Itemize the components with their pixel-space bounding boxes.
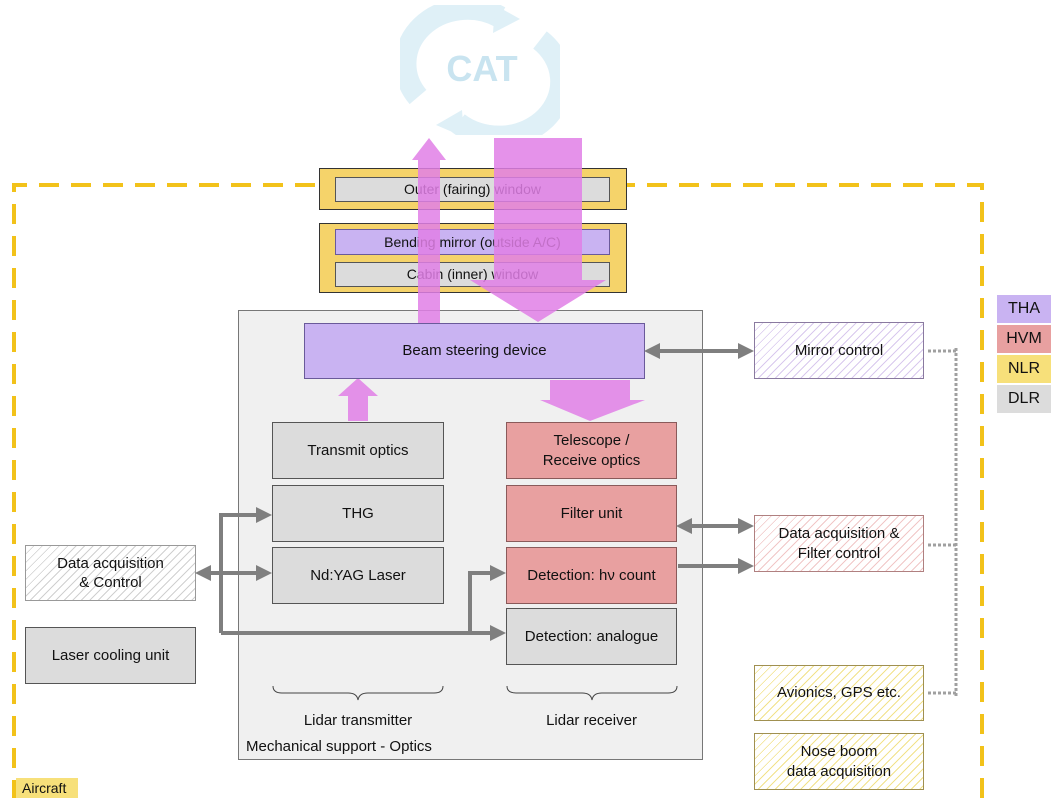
filter-unit-box: Filter unit <box>506 485 677 542</box>
telescope-label-line1: Telescope / <box>553 432 630 449</box>
legend-dlr-label: DLR <box>1007 390 1040 407</box>
telescope-box: Telescope / Receive optics <box>506 422 677 479</box>
legend-nlr-label: NLR <box>1007 360 1040 377</box>
transmit-optics-box: Transmit optics <box>272 422 444 479</box>
detection-count-box: Detection: hν count <box>506 547 677 604</box>
connector-bus-thg <box>219 507 272 633</box>
mirror-control-box: Mirror control <box>754 322 924 379</box>
avionics-label: Avionics, GPS etc. <box>777 684 901 702</box>
laser-cooling-label: Laser cooling unit <box>51 646 170 664</box>
detection-analogue-label: Detection: analogue <box>524 627 659 645</box>
transmit-optics-label: Transmit optics <box>307 441 409 459</box>
data-acq-filter-line1: Data acquisition & <box>778 525 900 542</box>
data-acq-filter-box: Data acquisition & Filter control <box>754 515 924 572</box>
thg-label: THG <box>342 504 374 522</box>
cat-logo <box>400 5 560 135</box>
nose-boom-box: Nose boom data acquisition <box>754 733 924 790</box>
laser-box: Nd:YAG Laser <box>272 547 444 604</box>
legend-dlr: DLR <box>997 385 1051 413</box>
legend-tha: THA <box>997 295 1051 323</box>
nose-boom-line2: data acquisition <box>786 762 892 780</box>
beam-steering-box: Beam steering device <box>304 323 645 379</box>
incoming-beam-arrow <box>470 138 606 322</box>
cat-logo-text: CAT <box>446 48 518 89</box>
nose-boom-line1: Nose boom <box>800 743 878 760</box>
data-acq-control-line1: Data acquisition <box>57 554 164 572</box>
telescope-label-line2: Receive optics <box>542 451 641 469</box>
beam-steering-label: Beam steering device <box>402 342 547 360</box>
receive-beam-arrow <box>540 380 645 421</box>
data-acq-control-box: Data acquisition & Control <box>25 545 196 601</box>
transmit-beam-arrow <box>338 378 378 421</box>
lidar-receiver-label: Lidar receiver <box>546 712 637 729</box>
transmitter-bracket <box>272 685 444 701</box>
legend-hvm-label: HVM <box>1006 330 1042 347</box>
receiver-bracket <box>506 685 678 701</box>
filter-unit-label: Filter unit <box>560 504 623 522</box>
lidar-transmitter-label: Lidar transmitter <box>303 712 413 729</box>
aircraft-label: Aircraft <box>16 778 78 798</box>
mechanical-support-label: Mechanical support - Optics <box>246 738 432 755</box>
thg-box: THG <box>272 485 444 542</box>
legend-hvm: HVM <box>997 325 1051 353</box>
outgoing-beam-arrow <box>412 138 446 325</box>
mirror-control-label: Mirror control <box>794 341 884 359</box>
connector-bus-count <box>468 565 506 633</box>
laser-cooling-box: Laser cooling unit <box>25 627 196 684</box>
legend-nlr: NLR <box>997 355 1051 383</box>
data-acq-control-line2: & Control <box>79 574 142 591</box>
detection-count-label: Detection: hν count <box>527 566 656 584</box>
laser-label: Nd:YAG Laser <box>310 566 406 584</box>
data-acq-filter-line2: Filter control <box>797 544 881 562</box>
avionics-box: Avionics, GPS etc. <box>754 665 924 721</box>
legend-tha-label: THA <box>1008 300 1040 317</box>
detection-analogue-box: Detection: analogue <box>506 608 677 665</box>
